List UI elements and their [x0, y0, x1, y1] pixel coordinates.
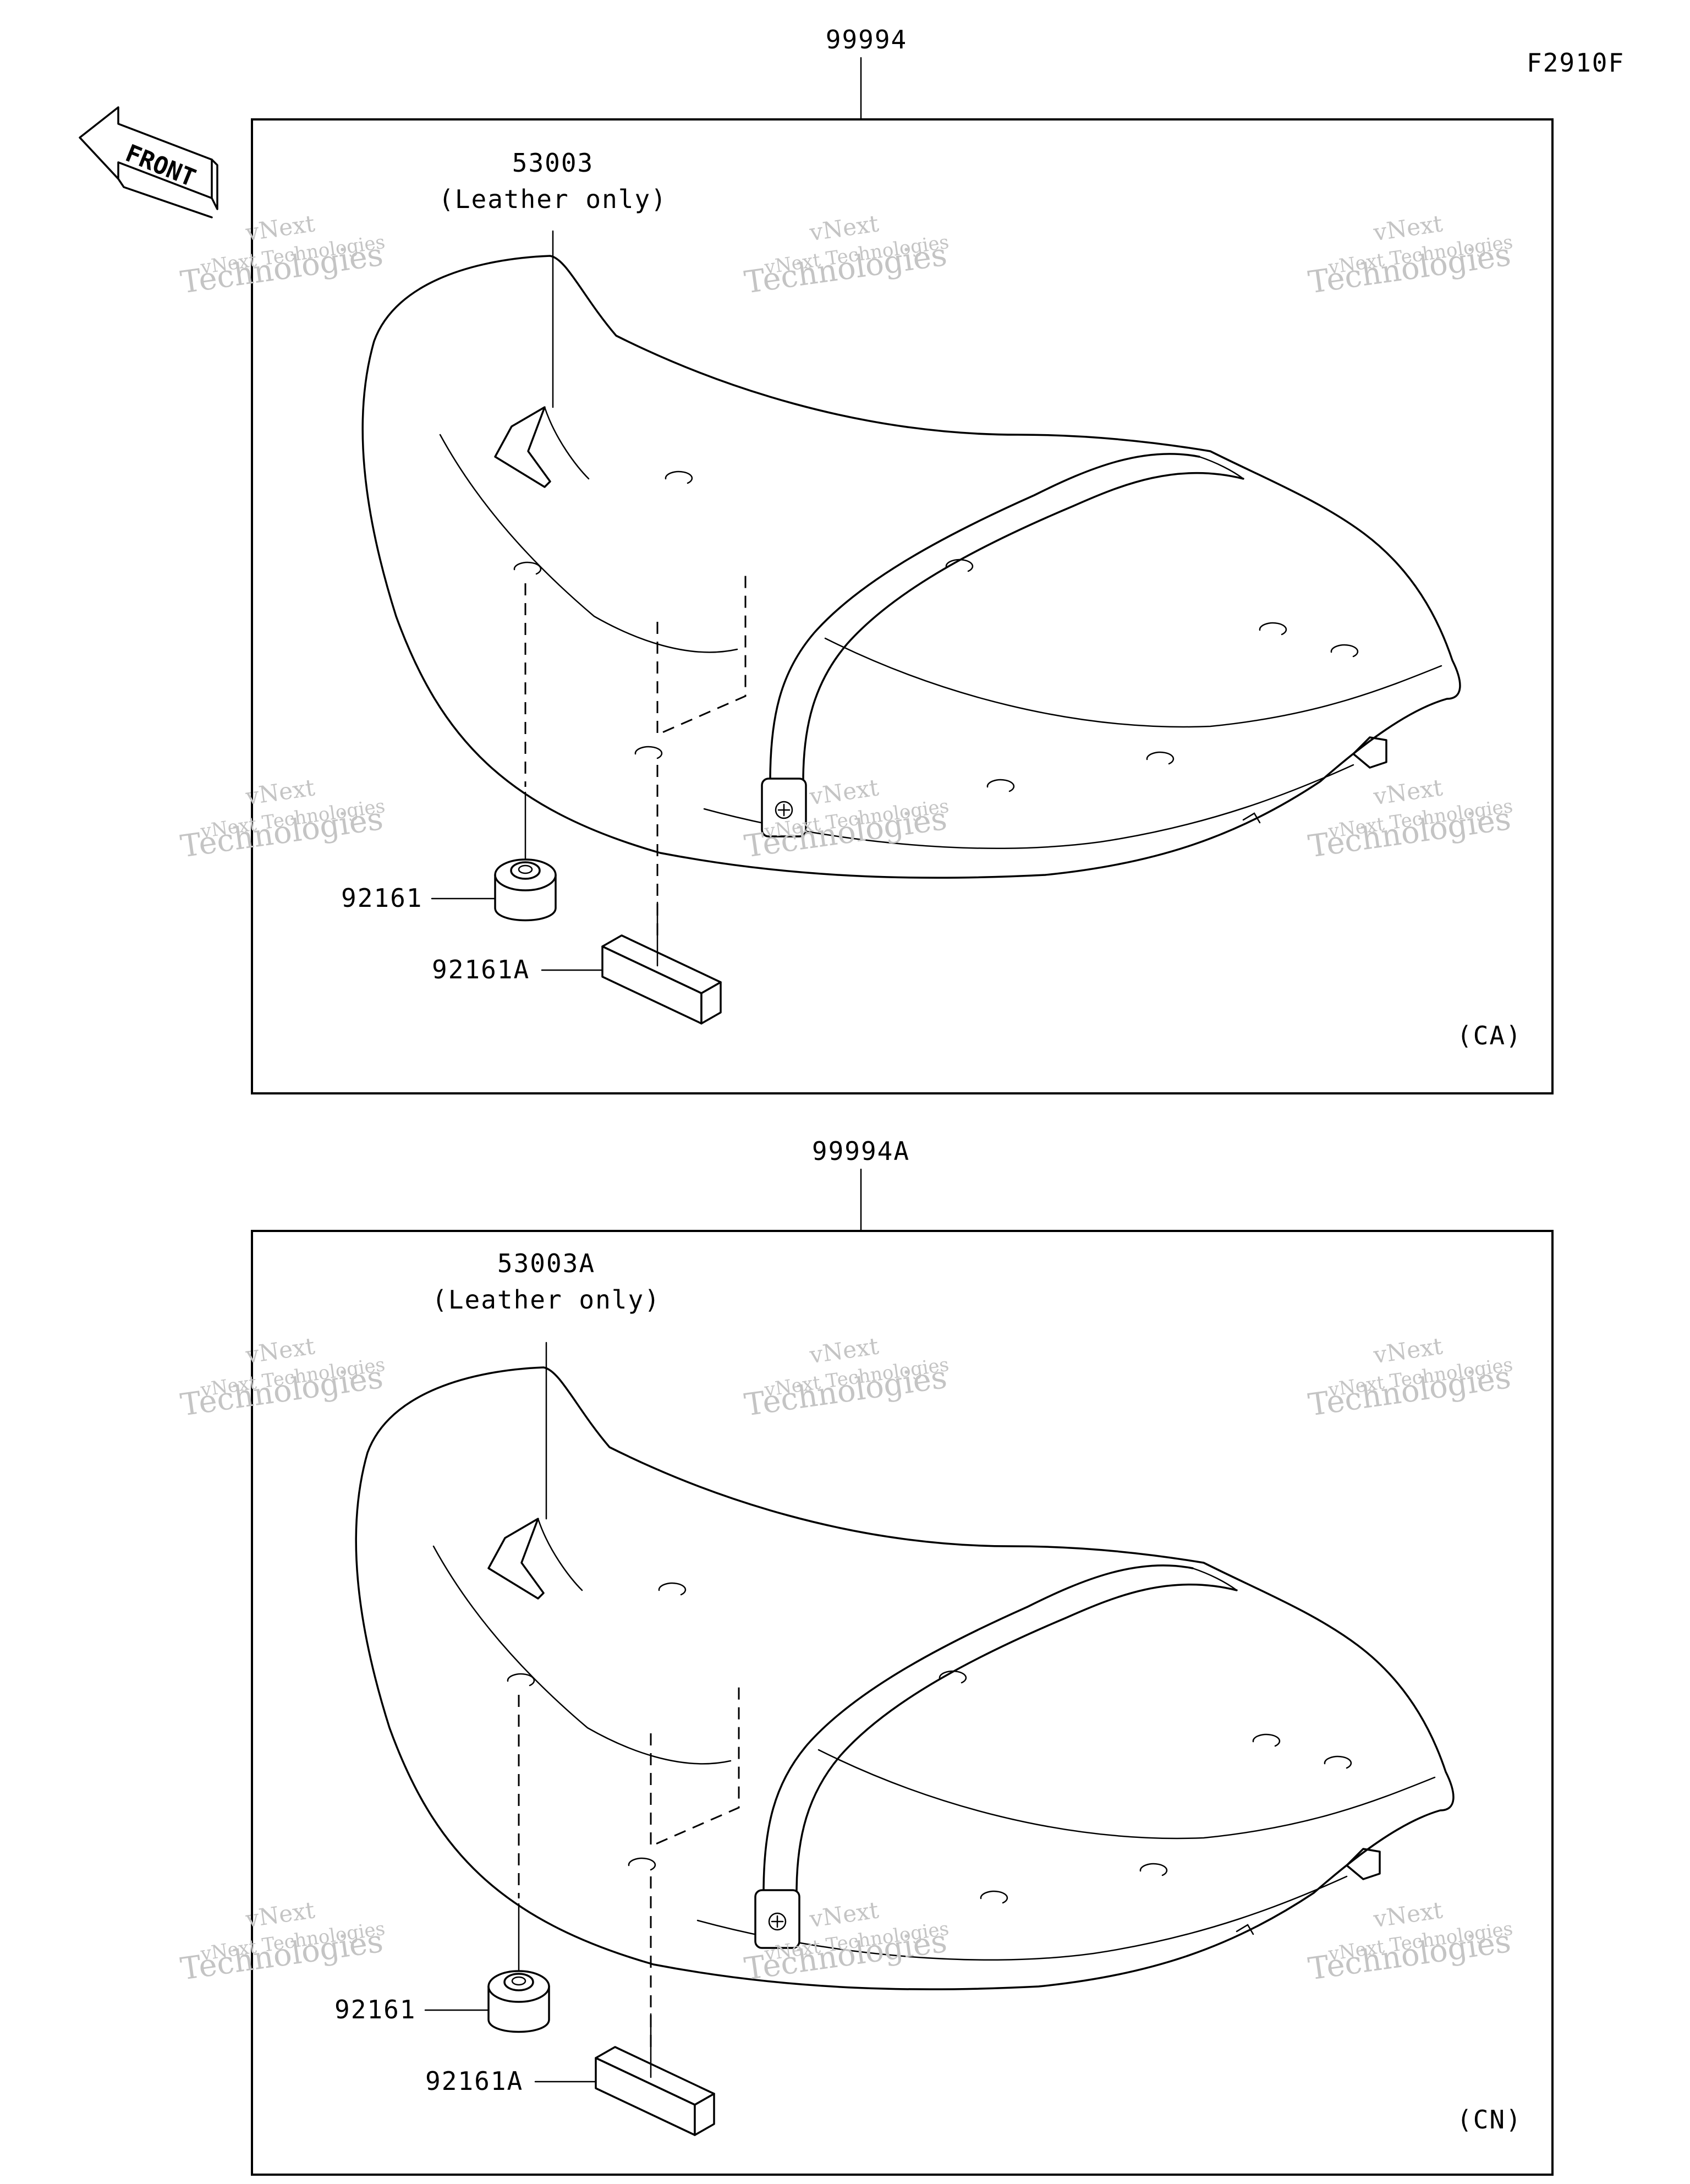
- panel-cn: 99994A 53003A (Leather only) 92161 92161…: [251, 1136, 1554, 2176]
- assembly-part-number: 99994: [826, 25, 907, 54]
- pad-part-number: 92161A: [432, 955, 530, 984]
- assembly-part-number: 99994A: [812, 1136, 910, 1166]
- front-arrow-icon: FRONT: [79, 106, 218, 218]
- seat-cover-note: (Leather only): [432, 1285, 661, 1315]
- figure-code: F2910F: [1527, 48, 1625, 78]
- damper-part-number: 92161: [334, 1995, 416, 2024]
- watermark-text: vNext: [1371, 774, 1445, 810]
- watermark-text: vNext: [244, 774, 317, 810]
- variant-label: (CN): [1457, 2105, 1522, 2134]
- watermark-text: vNext: [244, 210, 317, 246]
- panel-frame: [251, 118, 1554, 1094]
- variant-label: (CA): [1457, 1021, 1522, 1050]
- watermark-text: vNext: [808, 210, 881, 246]
- seat-cover-part-number: 53003A: [497, 1249, 595, 1278]
- seat-cover-note: (Leather only): [438, 184, 667, 214]
- watermark-text: vNext: [808, 774, 881, 810]
- watermark-text: vNext: [244, 1332, 317, 1369]
- panel-frame: [251, 1230, 1554, 2176]
- panel-ca: 99994 53003 (Leather only) 92161 92161A …: [251, 25, 1554, 1094]
- watermark-text: vNext: [244, 1896, 317, 1933]
- watermark-text: vNext: [808, 1896, 881, 1933]
- watermark-text: vNext: [1371, 1332, 1445, 1369]
- watermark-text: vNext: [1371, 210, 1445, 246]
- watermark-text: vNext: [808, 1332, 881, 1369]
- damper-part-number: 92161: [341, 883, 422, 913]
- pad-part-number: 92161A: [425, 2066, 523, 2096]
- seat-cover-part-number: 53003: [512, 148, 594, 178]
- watermark-text: vNext: [1371, 1896, 1445, 1933]
